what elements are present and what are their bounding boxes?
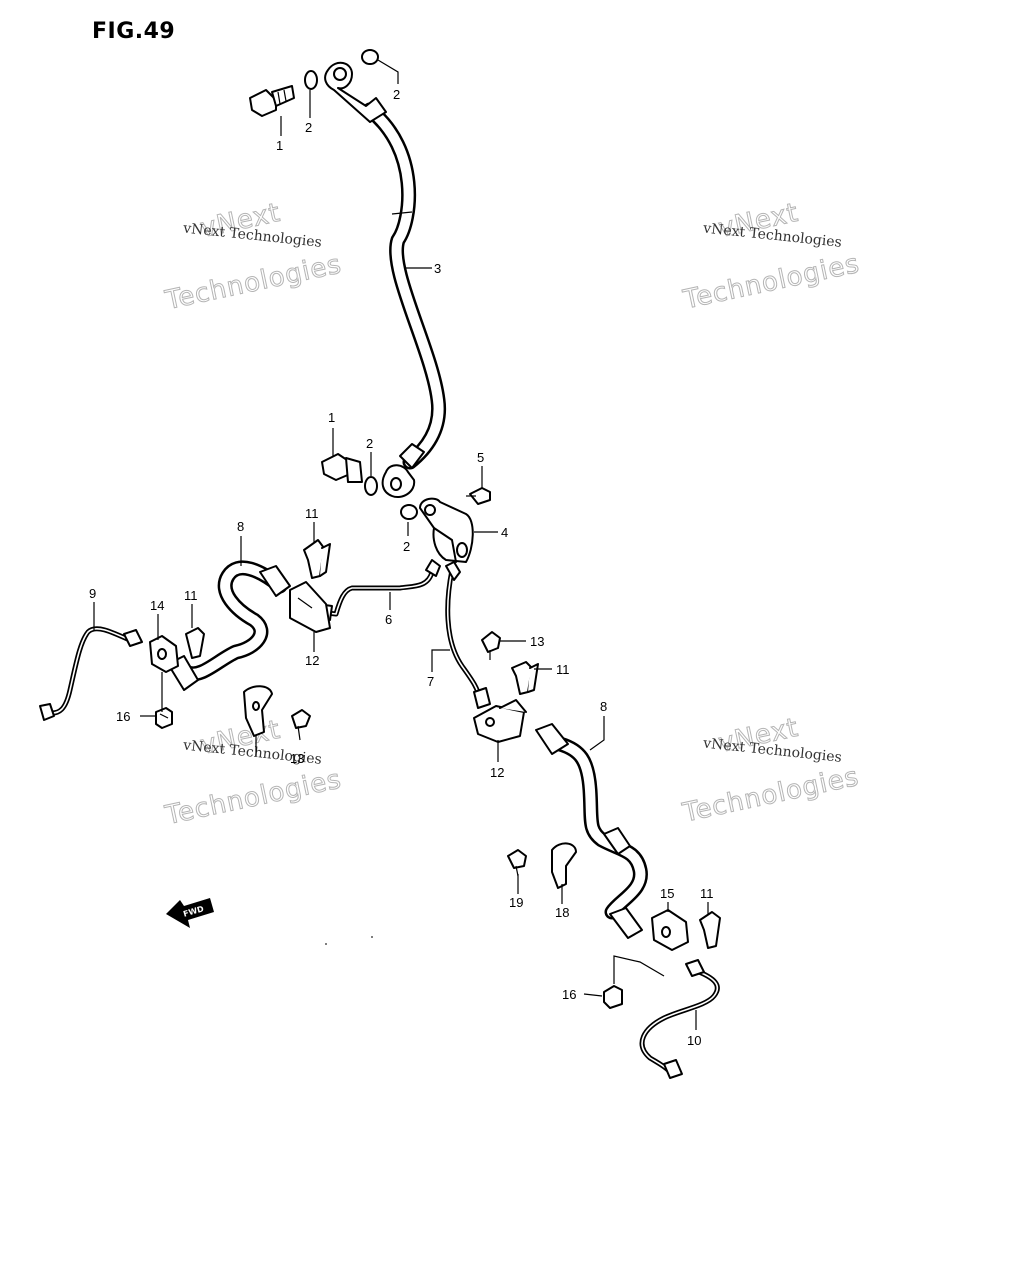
watermark-line3: Technologies [162, 249, 344, 316]
callout-16-right: 16 [562, 987, 576, 1002]
brake-pipe-7 [445, 561, 491, 709]
figure-title: FIG.49 [92, 19, 175, 44]
callout-3: 3 [434, 261, 441, 276]
hose-bracket-15 [651, 909, 689, 951]
callout-6: 6 [385, 612, 392, 627]
clip-11-left-top [303, 539, 331, 579]
callout-13-left: 13 [290, 751, 304, 766]
callout-14: 14 [150, 598, 164, 613]
brake-hose-8-right [535, 723, 648, 939]
brake-hose-8-left [167, 560, 291, 691]
callout-15: 15 [660, 886, 674, 901]
callout-1-middle: 1 [328, 410, 335, 425]
brake-pipe-6 [315, 559, 441, 621]
union-bolt-top [249, 85, 295, 117]
watermark-top-right: vNext vNext Technologies Technologies [680, 197, 863, 316]
brake-hose-main [324, 61, 447, 498]
brake-pipe-9 [39, 626, 143, 721]
bolt-13-right [481, 631, 501, 660]
washer-middle-left [364, 476, 378, 496]
watermark-line3: Technologies [679, 762, 861, 829]
speck [371, 936, 373, 938]
bolt-19 [507, 849, 527, 877]
callout-11-right-top: 11 [556, 662, 570, 677]
callout-5: 5 [477, 450, 484, 465]
callout-9: 9 [89, 586, 96, 601]
washer-middle-right [400, 504, 418, 520]
speck [325, 943, 327, 945]
watermark-bottom-right: vNext vNext Technologies Technologies [679, 712, 862, 829]
callout-7: 7 [427, 674, 434, 689]
brake-pipe-10 [639, 959, 720, 1079]
callout-1-top: 1 [276, 138, 283, 153]
watermark-line3: Technologies [680, 249, 862, 316]
callout-2-middle-left: 2 [366, 436, 373, 451]
watermark-line3: Technologies [162, 764, 344, 831]
fwd-arrow-icon: FWD [166, 898, 214, 928]
callout-12-right: 12 [490, 765, 504, 780]
washer-top-right [361, 49, 379, 65]
callout-19: 19 [509, 895, 523, 910]
watermark-top-left: vNext vNext Technologies Technologies [162, 197, 345, 316]
callout-8-right: 8 [600, 699, 607, 714]
callout-2-top-right: 2 [393, 87, 400, 102]
brake-joint [419, 497, 474, 563]
union-bolt-middle [321, 453, 363, 483]
callout-16-left: 16 [116, 709, 130, 724]
bolt-16-right [603, 985, 623, 1009]
callout-8-left: 8 [237, 519, 244, 534]
clamp-12-right [473, 699, 527, 743]
callout-labels: 1 2 2 3 1 2 5 2 4 8 11 9 14 11 6 12 16 1… [89, 87, 714, 1048]
callout-13-right: 13 [530, 634, 544, 649]
washer-top-left [304, 70, 318, 90]
leader-lines [93, 59, 709, 1030]
clip-11-right-top [511, 661, 539, 695]
callout-12-left: 12 [305, 653, 319, 668]
callout-11-left-top: 11 [305, 506, 319, 521]
callout-4: 4 [501, 525, 508, 540]
callout-11-left: 11 [184, 588, 198, 603]
callout-2-middle-right: 2 [403, 539, 410, 554]
clip-11-right [699, 911, 721, 949]
callout-11-right: 11 [700, 886, 714, 901]
callout-10: 10 [687, 1033, 701, 1048]
clamp-12-left [289, 581, 331, 633]
bolt-16-left [155, 707, 173, 729]
clamp-lower-left [243, 685, 273, 737]
hose-bracket-14 [149, 635, 179, 673]
clamp-18 [551, 842, 577, 889]
callout-18: 18 [555, 905, 569, 920]
bolt-13-left [291, 709, 311, 741]
bleeder-screw [466, 487, 491, 505]
callout-2-top-left: 2 [305, 120, 312, 135]
clip-11-left [185, 627, 205, 659]
